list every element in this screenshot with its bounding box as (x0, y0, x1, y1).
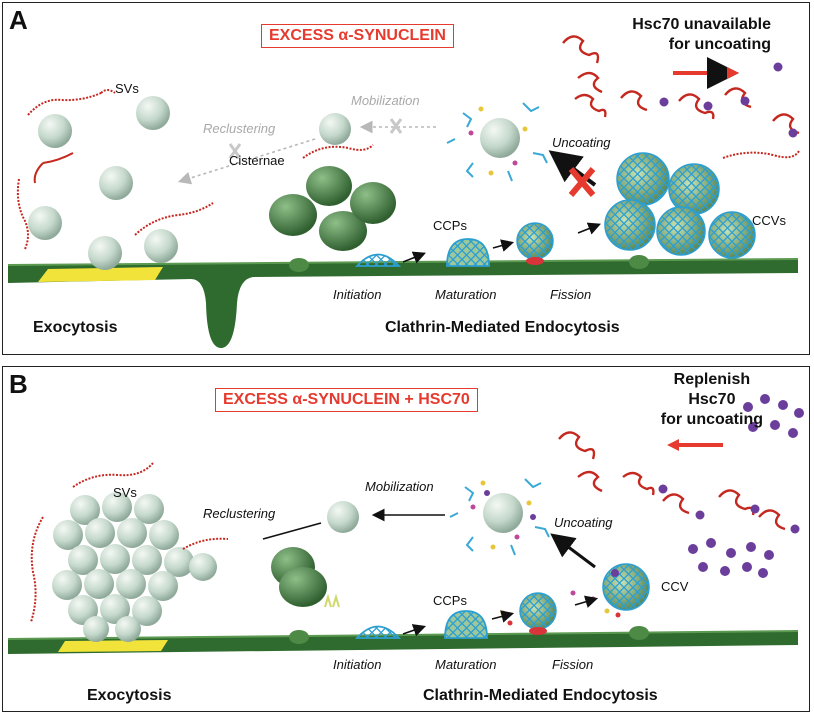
hsc70-bound-atp (659, 62, 798, 138)
synaptic-vesicle-cluster (52, 492, 194, 642)
alpha-synuclein-chains (16, 89, 800, 250)
panel-label: B (9, 369, 28, 399)
alpha-synuclein-chains (30, 462, 229, 623)
cisternae (269, 166, 396, 251)
ccp-maturation (446, 238, 490, 267)
synaptic-vesicles (28, 96, 351, 270)
condition-banner: EXCESS α-SYNUCLEIN (261, 24, 454, 48)
panel-b-scene (7, 394, 804, 654)
uncoating-label: Uncoating (554, 515, 613, 530)
active-zone (38, 267, 163, 282)
arrow-initiation-maturation (402, 251, 426, 264)
hsc70-bound-atp (658, 484, 800, 534)
reclustering-label: Reclustering (203, 121, 276, 136)
ccps-label: CCPs (433, 218, 467, 233)
arrow-uncoating (550, 533, 596, 569)
endocytosis-label: Clathrin-Mediated Endocytosis (385, 319, 620, 336)
initiation-label: Initiation (333, 287, 382, 302)
exocytosis-label: Exocytosis (87, 687, 172, 704)
ccps-label: CCPs (433, 593, 467, 608)
synaptic-vesicle (189, 553, 217, 581)
membrane-bump (289, 258, 309, 272)
arrow-initiation-maturation (402, 624, 427, 637)
ccp-fission (519, 592, 557, 635)
synaptic-vesicle (319, 113, 351, 145)
mobilization-label: Mobilization (351, 93, 420, 108)
mobilization-label: Mobilization (365, 479, 434, 494)
synaptic-vesicle (144, 229, 178, 263)
maturation-label: Maturation (435, 657, 497, 672)
hsc70-note: Replenish Hsc70 for uncoating (661, 370, 763, 430)
reclustering-label: Reclustering (203, 506, 276, 521)
ccp-fission (516, 222, 554, 265)
cisternae-label: Cisternae (229, 153, 285, 168)
hsc70-note-line-1: Hsc70 unavailable (632, 16, 771, 33)
exocytosis-label: Exocytosis (33, 319, 118, 336)
synaptic-vesicle (99, 166, 133, 200)
clathrin-coated-vesicle (602, 563, 650, 611)
fission-label: Fission (550, 287, 592, 302)
arrow-fission-ccvs (577, 222, 601, 235)
hsc70-note-line-1: Replenish (673, 371, 751, 388)
ccp-initiation (354, 625, 402, 639)
hsc70-note-line-3: for uncoating (660, 411, 763, 428)
synaptic-vesicle (327, 501, 359, 533)
synaptic-vesicle (136, 96, 170, 130)
membrane-bump (629, 255, 649, 269)
condition-banner: EXCESS α-SYNUCLEIN + HSC70 (215, 388, 478, 412)
svs-label: SVs (113, 485, 137, 500)
ccvs-label: CCVs (752, 213, 786, 228)
arrow-maturation-fission (491, 610, 515, 623)
blocked-uncoating-mark (568, 167, 596, 197)
blocked-marks-gray (228, 118, 403, 159)
panel-b: B EXCESS α-SYNUCLEIN + HSC70 Replenish H… (2, 366, 810, 712)
fission-label: Fission (552, 657, 594, 672)
membrane-bump (629, 626, 649, 640)
panel-a-scene (7, 35, 800, 348)
ccp-maturation (444, 610, 488, 639)
plasma-membrane (7, 630, 799, 654)
synaptic-vesicle (38, 114, 72, 148)
cisternae (271, 547, 327, 607)
uncoating-label: Uncoating (552, 135, 611, 150)
arrow-fission-ccv (574, 595, 599, 608)
hsc70-note-line-2: Hsc70 (688, 391, 736, 408)
synaptic-vesicle (88, 236, 122, 270)
synaptic-vesicle (28, 206, 62, 240)
uncoating-vesicle (446, 102, 548, 182)
clathrin-coated-vesicles (604, 152, 756, 259)
hsc70-note: Hsc70 unavailable for uncoating (632, 15, 771, 55)
ccv-label: CCV (661, 579, 689, 594)
uncoating-vesicle (449, 478, 550, 556)
hsc70-molecules (558, 431, 786, 531)
hsc70-note-line-2: for uncoating (668, 36, 771, 53)
endocytosis-label: Clathrin-Mediated Endocytosis (423, 687, 658, 704)
svs-label: SVs (115, 81, 139, 96)
free-hsc70-particles (688, 394, 804, 578)
panel-label: A (9, 5, 28, 35)
panel-a: A EXCESS α-SYNUCLEIN Hsc70 unavailable f… (2, 2, 810, 355)
maturation-label: Maturation (435, 287, 497, 302)
arrow-maturation-fission (492, 239, 515, 252)
membrane-bump (289, 630, 309, 644)
active-zone (58, 640, 168, 652)
ccp-initiation (354, 253, 402, 267)
initiation-label: Initiation (333, 657, 382, 672)
arrow-reclustering (262, 522, 322, 540)
